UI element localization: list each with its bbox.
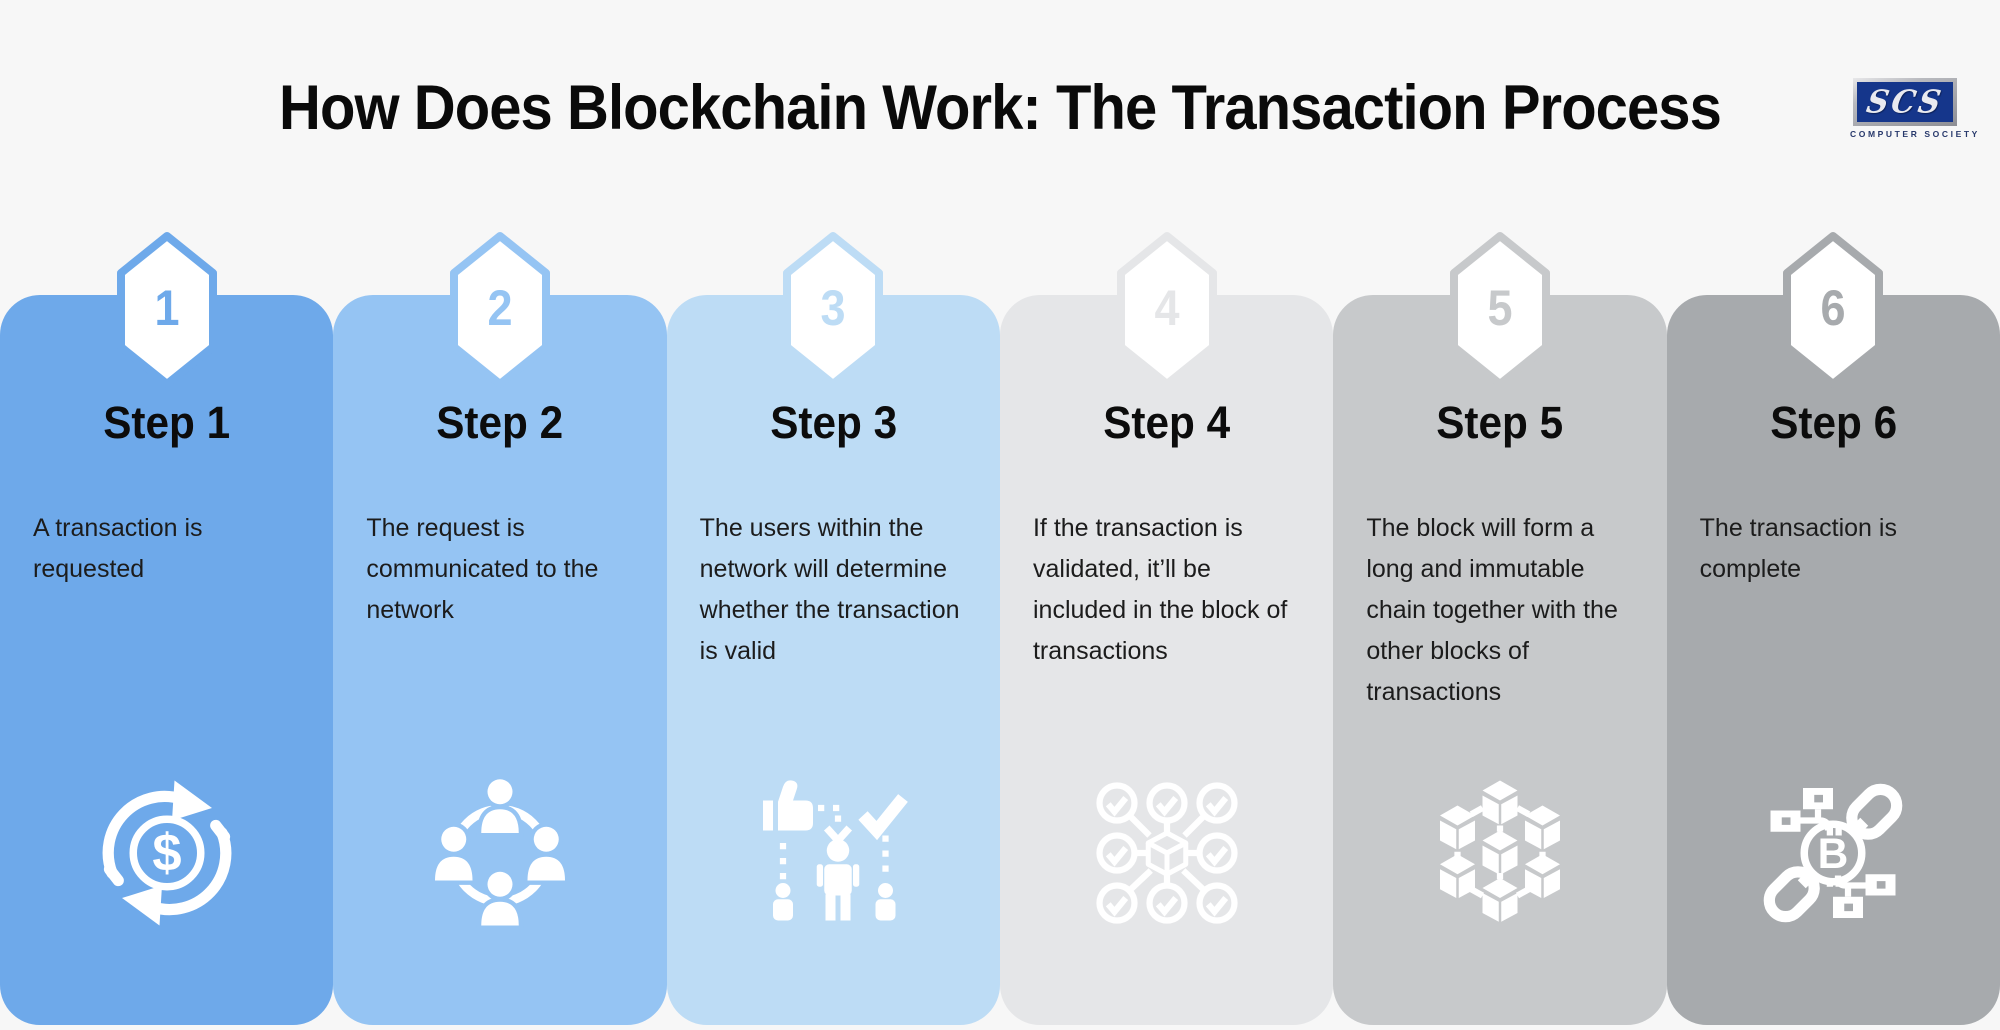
hexagon-icon: [783, 232, 884, 388]
step-number: 4: [1154, 280, 1180, 336]
step-number: 2: [487, 280, 513, 336]
consensus-block-icon: [1096, 782, 1238, 924]
step-title: Step 6: [1769, 397, 1897, 448]
step-number-badge: 6: [1781, 230, 1885, 390]
step-description: If the transaction is validated, it’ll b…: [1032, 514, 1288, 665]
steps-row: 1 Step 1 A transaction is requested $: [0, 232, 2000, 1025]
step-title: Step 1: [103, 397, 231, 448]
step-title: Step 2: [436, 397, 564, 448]
step-description: The block will form a long and immutable…: [1366, 514, 1618, 706]
page-title: How Does Blockchain Work: The Transactio…: [279, 73, 1722, 143]
hexagon-icon: [1116, 232, 1217, 388]
step-description: The request is communicated to the netwo…: [366, 514, 599, 624]
block-network-icon: [1439, 780, 1560, 922]
step-card-4: 4 Step 4 If the transaction is validated…: [999, 232, 1334, 1025]
step-card-5: 5 Step 5 The block will form a long and …: [1333, 232, 1667, 1025]
step-description: The transaction is complete: [1699, 514, 1897, 583]
step-title: Step 3: [769, 397, 897, 448]
step-title: Step 4: [1103, 397, 1231, 448]
svg-text:B: B: [1818, 831, 1849, 878]
step-description: The users within the network will determ…: [699, 514, 960, 665]
bitcoin-chain-icon: B: [1763, 783, 1903, 923]
step-number: 6: [1820, 280, 1846, 336]
hexagon-icon: [1449, 232, 1550, 388]
scs-logo-subtitle: COMPUTER SOCIETY: [1850, 129, 1980, 139]
scs-logo: SCS COMPUTER SOCIETY: [1850, 78, 1980, 139]
peer-network-icon: [430, 778, 570, 928]
step-description: A transaction is requested: [33, 514, 203, 583]
step-number-badge: 2: [448, 230, 552, 390]
step-card-1: 1 Step 1 A transaction is requested $: [0, 232, 334, 1025]
step-number: 1: [154, 280, 180, 336]
step-number-badge: 4: [1115, 230, 1219, 390]
step-number: 5: [1487, 280, 1513, 336]
step-number-badge: 1: [115, 230, 219, 390]
step-card-6: 6 Step 6 The transaction is complete B: [1666, 232, 2000, 1025]
scs-logo-panel: SCS: [1853, 78, 1957, 126]
hexagon-icon: [1783, 232, 1884, 388]
step-number-badge: 3: [781, 230, 885, 390]
hexagon-icon: [449, 232, 550, 388]
step-number: 3: [820, 280, 846, 336]
step-title: Step 5: [1436, 397, 1564, 448]
step-card-2: 2 Step 2 The request is communicated to …: [333, 232, 667, 1025]
user-validation-icon: [763, 780, 909, 921]
currency-cycle-icon: $: [102, 780, 232, 926]
step-number-badge: 5: [1448, 230, 1552, 390]
hexagon-icon: [116, 232, 217, 388]
svg-text:$: $: [152, 824, 181, 883]
step-card-3: 3 Step 3 The users within the network wi…: [666, 232, 1000, 1025]
scs-logo-acronym: SCS: [1863, 83, 1947, 121]
